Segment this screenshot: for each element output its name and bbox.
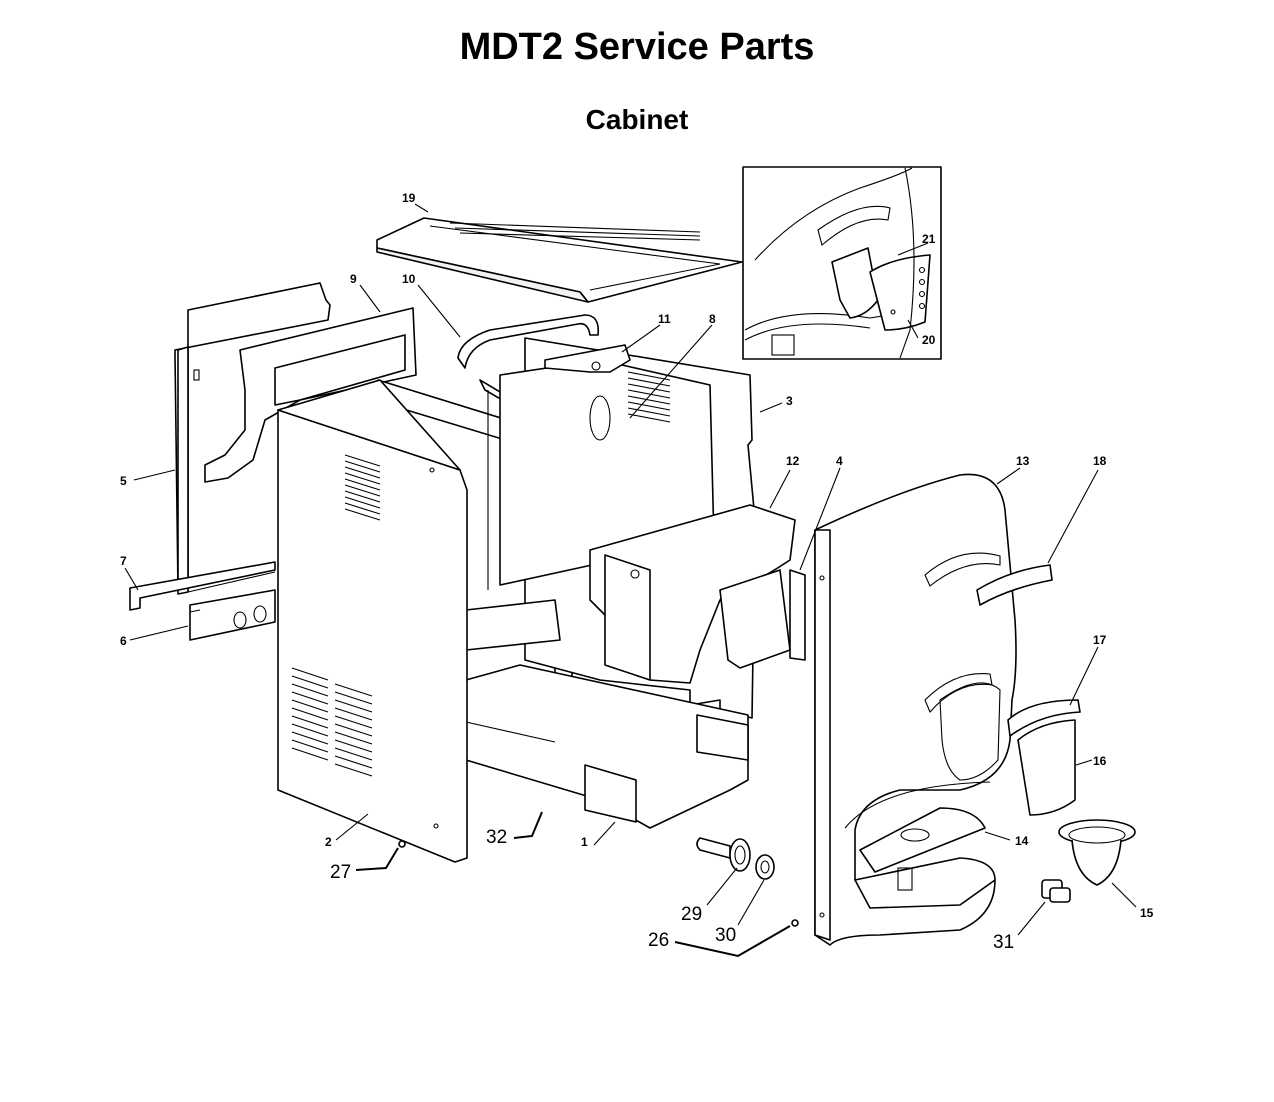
part-16-front-cover bbox=[1017, 719, 1076, 816]
inset-detail bbox=[742, 166, 942, 360]
callout-13: 13 bbox=[1016, 454, 1030, 468]
callout-27: 27 bbox=[330, 862, 351, 883]
part-5-left-side-panel bbox=[174, 282, 331, 595]
part-6-rail bbox=[189, 589, 276, 641]
section-subtitle: Cabinet bbox=[585, 104, 689, 135]
callout-6: 6 bbox=[120, 634, 127, 648]
part-26-screw bbox=[791, 919, 799, 927]
callout-2: 2 bbox=[325, 835, 332, 849]
part-13-front-door bbox=[814, 473, 1017, 946]
part-31-plug bbox=[1041, 879, 1071, 903]
callout-4: 4 bbox=[836, 454, 843, 468]
part-30-ring bbox=[755, 854, 775, 880]
callout-20: 20 bbox=[922, 333, 936, 347]
callout-12: 12 bbox=[786, 454, 800, 468]
callout-14: 14 bbox=[1015, 834, 1029, 848]
part-17-label-strip bbox=[1007, 699, 1081, 737]
part-11-hinge-plate bbox=[544, 344, 631, 373]
callout-8: 8 bbox=[709, 312, 716, 326]
callout-32: 32 bbox=[486, 827, 507, 848]
callout-7: 7 bbox=[120, 554, 127, 568]
callout-18: 18 bbox=[1093, 454, 1107, 468]
callout-9: 9 bbox=[350, 272, 357, 286]
callout-11: 11 bbox=[658, 312, 671, 326]
part-1-base bbox=[465, 599, 749, 829]
callout-15: 15 bbox=[1140, 906, 1154, 920]
callout-10: 10 bbox=[402, 272, 416, 286]
callout-3: 3 bbox=[786, 394, 793, 408]
callout-16: 16 bbox=[1093, 754, 1107, 768]
callout-labels: 19 9 10 11 8 3 21 20 5 7 6 12 4 13 18 17… bbox=[120, 191, 1154, 953]
part-19-top-lid bbox=[376, 217, 743, 303]
callout-21: 21 bbox=[922, 232, 936, 246]
part-14-drip-tray bbox=[854, 807, 996, 909]
callout-5: 5 bbox=[120, 474, 127, 488]
part-10-top-trim bbox=[457, 314, 600, 369]
part-27-screw bbox=[398, 840, 406, 848]
callout-1: 1 bbox=[581, 835, 588, 849]
callout-31: 31 bbox=[993, 932, 1014, 953]
part-2-front-panel bbox=[277, 379, 468, 863]
callout-17: 17 bbox=[1093, 633, 1107, 647]
callout-26: 26 bbox=[648, 930, 669, 951]
page-title: MDT2 Service Parts bbox=[459, 26, 815, 68]
part-9-rear-frame bbox=[204, 307, 417, 483]
callout-30: 30 bbox=[715, 925, 736, 946]
part-15-cup bbox=[1058, 819, 1136, 886]
part-29-fitting bbox=[696, 837, 751, 872]
part-18-trim-strip bbox=[976, 564, 1053, 606]
callout-29: 29 bbox=[681, 904, 702, 925]
part-12-funnel-bracket bbox=[589, 504, 806, 684]
callout-19: 19 bbox=[402, 191, 416, 205]
part-7-bracket bbox=[129, 561, 276, 611]
leader-lines bbox=[124, 203, 1137, 958]
